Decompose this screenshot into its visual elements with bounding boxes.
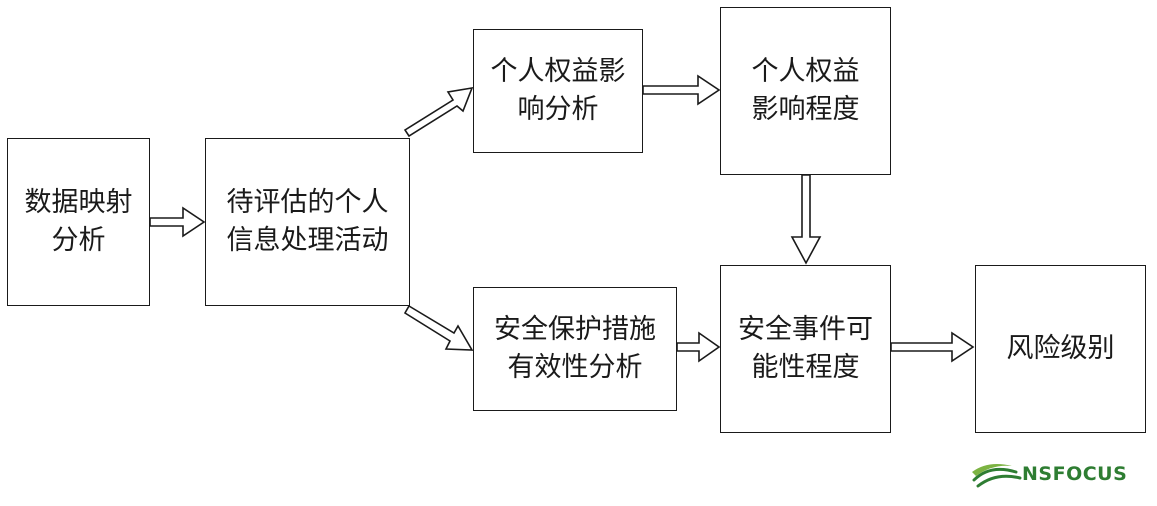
node-rights-impact-analysis: 个人权益影 响分析 [473,29,643,153]
node-data-mapping-analysis: 数据映射 分析 [7,138,150,306]
node-security-measures-analysis: 安全保护措施 有效性分析 [473,287,677,411]
arrow-mapping-to-activity [149,206,206,238]
arrow-activity-to-rights [403,86,474,138]
arrow-measures-to-event [676,331,721,363]
arrow-event-to-risk [890,331,975,363]
arrow-activity-to-measures [403,304,474,351]
node-label: 安全保护措施 有效性分析 [494,314,656,383]
node-processing-activity: 待评估的个人 信息处理活动 [205,138,410,306]
arrow-rights-analysis-to-impact [642,74,721,106]
node-security-event-likelihood: 安全事件可 能性程度 [720,265,891,433]
logo-text: NSFOCUS [1022,463,1128,485]
node-label: 待评估的个人 信息处理活动 [226,187,389,256]
node-label: 安全事件可 能性程度 [738,314,873,383]
arrow-impact-to-event [790,174,822,265]
node-label: 个人权益 影响程度 [751,56,860,125]
node-label: 个人权益影 响分析 [490,56,626,125]
nsfocus-logo-icon [972,464,1022,488]
node-label: 数据映射 分析 [24,187,133,256]
node-label: 风险级别 [1006,333,1115,365]
node-rights-impact-degree: 个人权益 影响程度 [720,7,891,175]
node-risk-level: 风险级别 [975,265,1146,433]
